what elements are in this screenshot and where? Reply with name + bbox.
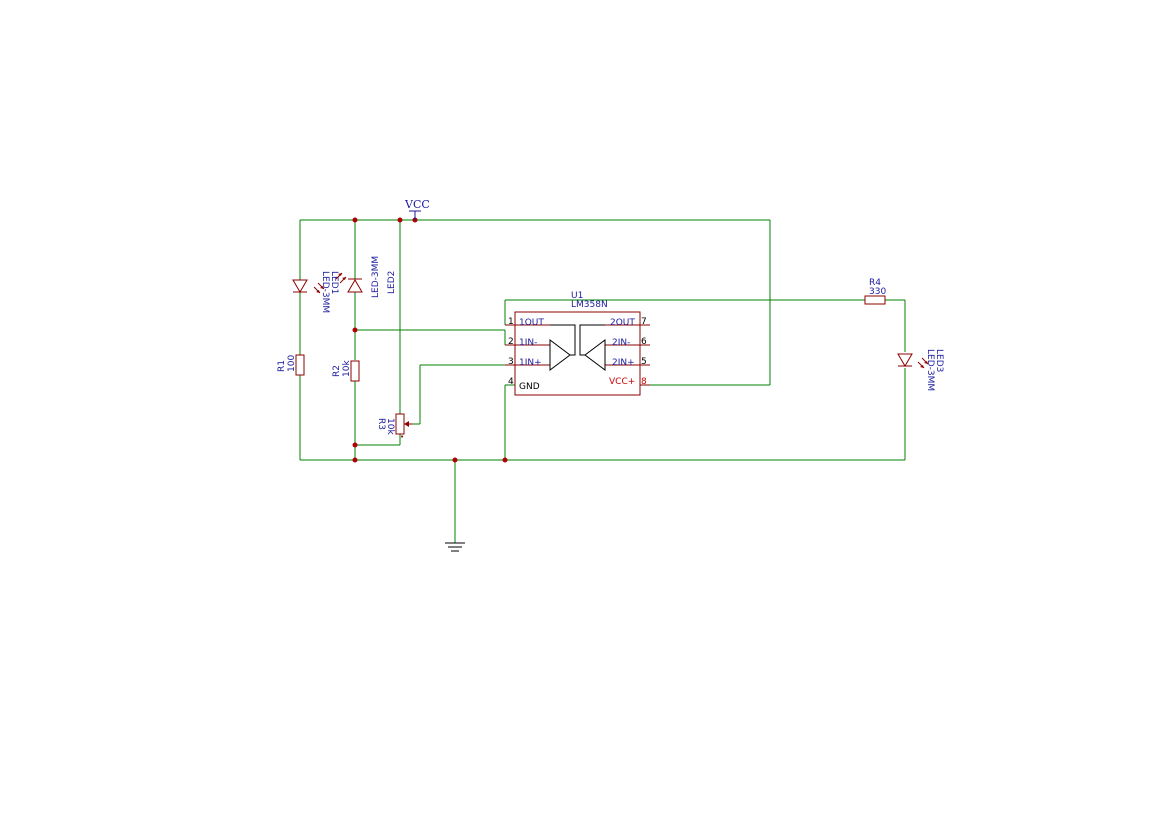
junction-dot <box>352 442 358 448</box>
u1-ref: U1 <box>571 291 583 301</box>
r3-value: 10k <box>385 418 395 435</box>
u1-opamp-ic[interactable]: U1 LM358N 1 1OUT 2 1IN- 3 1IN+ 4 GND 7 2… <box>505 291 650 396</box>
led2-component[interactable]: LED-3MM LED2 <box>335 256 397 298</box>
u1-pin6-number: 6 <box>641 337 647 347</box>
led1-value: LED-3MM <box>320 271 330 313</box>
r1-ref: R1 <box>277 360 287 372</box>
led1-component[interactable]: LED1 LED-3MM <box>292 271 339 313</box>
r4-ref: R4 <box>869 278 881 288</box>
junction-dot <box>352 457 358 463</box>
u1-pin2-number: 2 <box>508 337 514 347</box>
led1-ref: LED1 <box>329 271 339 294</box>
r2-value: 10k <box>342 360 352 377</box>
u1-pin7-name: 2OUT <box>610 318 635 328</box>
junction-dot <box>352 327 358 333</box>
led2-ref: LED2 <box>387 271 397 294</box>
ground-symbol[interactable] <box>445 542 465 552</box>
r2-resistor[interactable]: R2 10k <box>332 360 360 382</box>
u1-pin3-name: 1IN+ <box>519 358 542 368</box>
u1-pin4-name: GND <box>519 382 540 392</box>
r3-pin-mark: • <box>400 433 404 441</box>
r3-potentiometer[interactable]: • R3 10k <box>376 413 413 441</box>
u1-value: LM358N <box>571 300 608 310</box>
u1-pin4-number: 4 <box>508 377 514 387</box>
u1-pin2-name: 1IN- <box>519 338 537 348</box>
u1-pin5-name: 2IN+ <box>612 358 635 368</box>
u1-pin8-name: VCC+ <box>609 377 635 387</box>
junction-dot <box>352 217 358 223</box>
u1-pin8-number: 8 <box>641 377 647 387</box>
vcc-power-symbol[interactable]: VCC <box>404 198 430 220</box>
led3-value: LED-3MM <box>925 349 935 391</box>
junctions <box>352 217 508 463</box>
r4-resistor[interactable]: R4 330 <box>864 278 886 305</box>
u1-pin6-name: 2IN- <box>612 338 630 348</box>
wires <box>299 219 906 543</box>
u1-pin3-number: 3 <box>508 357 514 367</box>
vcc-label: VCC <box>404 198 430 211</box>
led2-value: LED-3MM <box>371 256 381 298</box>
junction-dot <box>397 217 403 223</box>
r1-value: 100 <box>287 355 297 372</box>
junction-dot <box>502 457 508 463</box>
r2-ref: R2 <box>332 365 342 377</box>
led3-component[interactable]: LED3 LED-3MM <box>897 349 944 391</box>
u1-pin1-number: 1 <box>508 317 514 327</box>
junction-dot <box>452 457 458 463</box>
r1-resistor[interactable]: R1 100 <box>277 354 305 376</box>
u1-pin7-number: 7 <box>641 317 647 327</box>
r4-value: 330 <box>869 287 886 297</box>
led3-ref: LED3 <box>934 349 944 372</box>
r3-ref: R3 <box>376 418 386 430</box>
u1-pin1-name: 1OUT <box>519 318 544 328</box>
u1-pin5-number: 5 <box>641 357 647 367</box>
